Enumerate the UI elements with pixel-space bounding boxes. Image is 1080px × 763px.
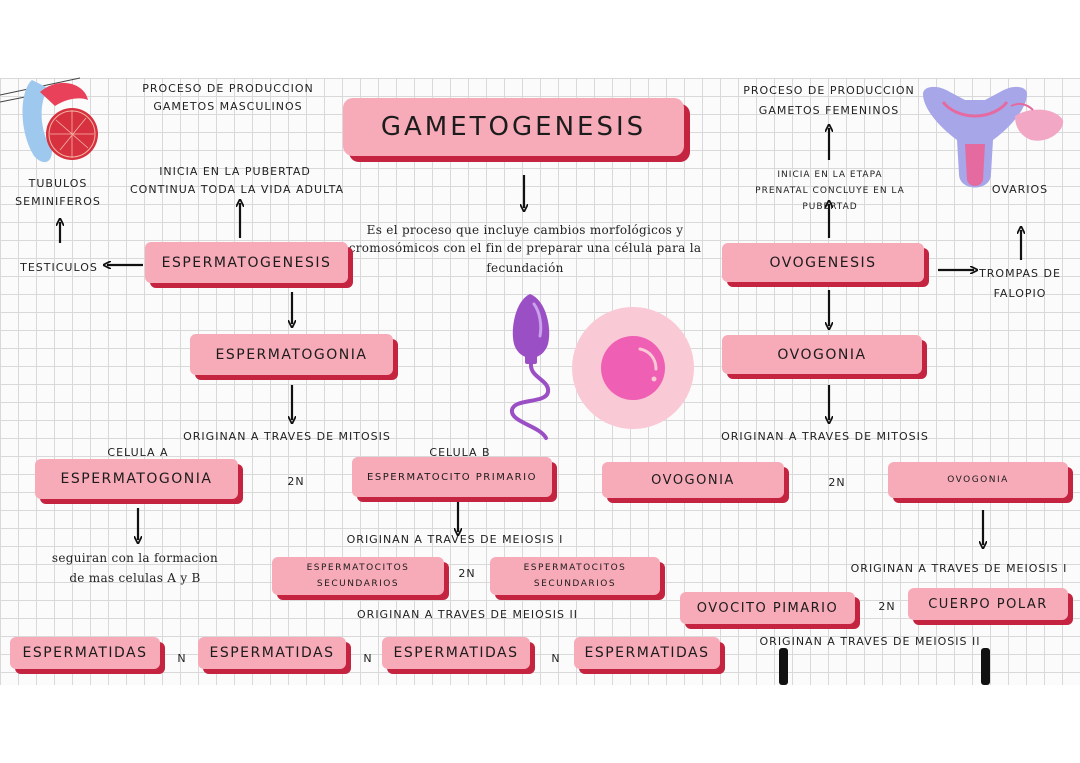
celula-b-label: CELULA B	[429, 446, 491, 459]
ovogenesis-box: OVOGENESIS	[722, 243, 924, 282]
espermatidas-1-label: ESPERMATIDAS	[22, 645, 148, 661]
egg-illustration	[572, 307, 694, 429]
ovogonia-3-box: OVOGONIA	[888, 462, 1068, 498]
espermatocitos-secundarios-box-2: ESPERMATOCITOS SECUNDARIOS	[490, 557, 660, 595]
secundarios-1-line1: ESPERMATOCITOS	[306, 563, 410, 573]
male-process-line2: GAMETOS MASCULINOS	[153, 100, 303, 113]
espermatocito-primario-label: ESPERMATOCITO PRIMARIO	[367, 471, 537, 483]
espermatidas-2-label: ESPERMATIDAS	[209, 645, 335, 661]
espermatogonia-label: ESPERMATOGONIA	[215, 346, 368, 363]
male-start-line2: CONTINUA TODA LA VIDA ADULTA	[130, 183, 345, 196]
espermatidas-4-label: ESPERMATIDAS	[584, 645, 710, 661]
title-box: GAMETOGENESIS	[343, 98, 684, 156]
testiculos-label: TESTICULOS	[20, 261, 98, 274]
sperm-illustration	[510, 294, 551, 440]
male-mitosis-label: ORIGINAN A TRAVES DE MITOSIS	[183, 430, 391, 443]
female-process-line2: GAMETOS FEMENINOS	[758, 104, 900, 117]
celula-a-label: CELULA A	[107, 446, 169, 459]
ovocito-label: OVOCITO PIMARIO	[696, 600, 839, 616]
female-start-line2: PRENATAL CONCLUYE EN LA	[755, 186, 905, 196]
ovogonia-label: OVOGONIA	[777, 346, 867, 363]
seguiran-line1: seguiran con la formacion	[51, 551, 219, 565]
male-start-line1: INICIA EN LA PUBERTAD	[159, 165, 311, 178]
espermatogenesis-label: ESPERMATOGENESIS	[161, 254, 332, 271]
female-mitosis-label: ORIGINAN A TRAVES DE MITOSIS	[721, 430, 929, 443]
definition-line1: Es el proceso que incluye cambios morfol…	[366, 223, 684, 237]
espermatidas-box-3: ESPERMATIDAS	[382, 637, 530, 669]
tubulos-line2: SEMINIFEROS	[15, 195, 101, 208]
seguiran-line2: de mas celulas A y B	[69, 571, 201, 585]
espermatidas-box-4: ESPERMATIDAS	[574, 637, 720, 669]
uterus-illustration	[923, 86, 1064, 188]
male-meiosis1-label: ORIGINAN A TRAVES DE MEIOSIS I	[346, 533, 564, 546]
espermatogonia-a-label: ESPERMATOGONIA	[60, 471, 213, 487]
title-text: GAMETOGENESIS	[380, 112, 647, 142]
secundarios-2-line2: SECUNDARIOS	[533, 579, 617, 589]
ovogonia-3-label: OVOGONIA	[947, 475, 1009, 485]
espermatidas-3-label: ESPERMATIDAS	[393, 645, 519, 661]
female-start-line1: INICIA EN LA ETAPA	[777, 170, 883, 180]
female-2n-label: 2N	[828, 476, 846, 489]
female-2n-b-label: 2N	[878, 600, 896, 613]
grid-background	[0, 78, 1080, 685]
ovogonia-2-box: OVOGONIA	[602, 462, 784, 498]
thick-bar-left	[779, 648, 788, 685]
male-2n-label: 2N	[287, 475, 305, 488]
male-meiosis2-label: ORIGINAN A TRAVES DE MEIOSIS II	[357, 608, 578, 621]
testicle-illustration	[0, 77, 98, 163]
male-2n-b-label: 2N	[458, 567, 476, 580]
espermatogenesis-box: ESPERMATOGENESIS	[145, 242, 348, 283]
ovogonia-2-label: OVOGONIA	[651, 472, 735, 488]
espermatidas-box-2: ESPERMATIDAS	[198, 637, 346, 669]
female-process-line1: PROCESO DE PRODUCCION	[743, 84, 915, 97]
ovocito-box: OVOCITO PIMARIO	[680, 592, 855, 624]
espermatidas-box-1: ESPERMATIDAS	[10, 637, 160, 669]
espermatogonia-a-box: ESPERMATOGONIA	[35, 459, 238, 499]
espermatogonia-box: ESPERMATOGONIA	[190, 334, 393, 375]
trompas-line2: FALOPIO	[993, 287, 1047, 300]
male-process-line1: PROCESO DE PRODUCCION	[142, 82, 314, 95]
ovogenesis-label: OVOGENESIS	[769, 254, 877, 271]
trompas-line1: TROMPAS DE	[979, 267, 1061, 280]
tubulos-line1: TUBULOS	[28, 177, 88, 190]
female-meiosis2-label: ORIGINAN A TRAVES DE MEIOSIS II	[759, 635, 981, 648]
definition-line2: cromosómicos con el fin de preparar una …	[348, 241, 702, 255]
female-meiosis1-label: ORIGINAN A TRAVES DE MEIOSIS I	[850, 562, 1068, 575]
ploidy-n-2: N	[363, 652, 373, 665]
ploidy-n-1: N	[177, 652, 187, 665]
cuerpo-polar-box: CUERPO POLAR	[908, 588, 1068, 620]
ovarios-label: OVARIOS	[991, 183, 1049, 196]
espermatocitos-secundarios-box-1: ESPERMATOCITOS SECUNDARIOS	[272, 557, 444, 595]
ploidy-n-3: N	[551, 652, 561, 665]
thick-bar-right	[981, 648, 990, 685]
definition-line3: fecundación	[486, 261, 564, 275]
secundarios-1-line2: SECUNDARIOS	[316, 579, 400, 589]
secundarios-2-line1: ESPERMATOCITOS	[523, 563, 627, 573]
cuerpo-polar-label: CUERPO POLAR	[928, 596, 1048, 612]
ovogonia-box: OVOGONIA	[722, 335, 922, 374]
espermatocito-primario-box: ESPERMATOCITO PRIMARIO	[352, 457, 552, 497]
